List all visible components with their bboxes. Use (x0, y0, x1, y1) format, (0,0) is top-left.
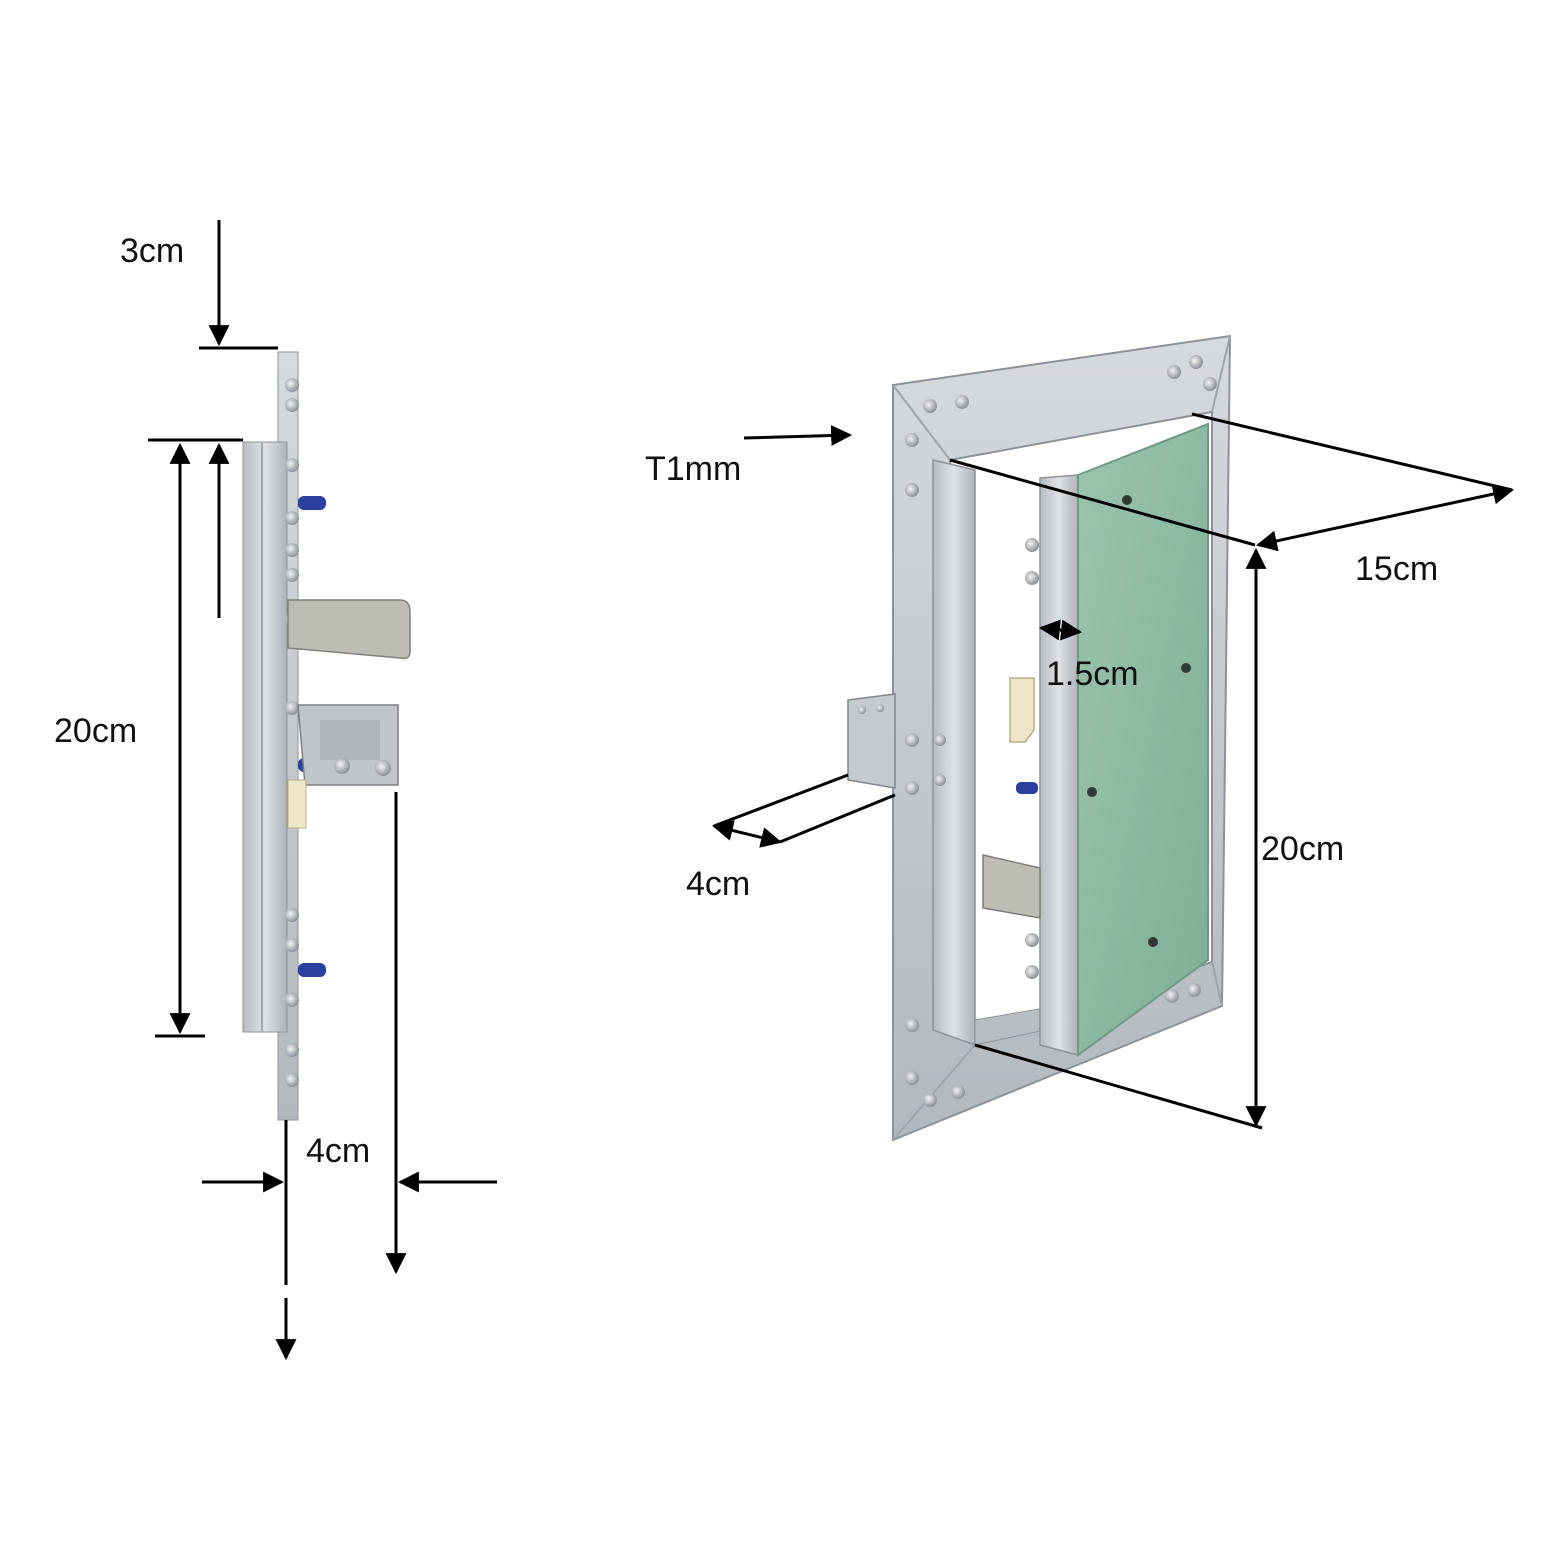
front-door-edge (1039, 474, 1079, 1056)
front-thickness-label: T1mm (645, 450, 741, 488)
front-width-arrow (1255, 483, 1515, 552)
front-depth-label: 4cm (686, 865, 750, 903)
front-latch-cream (1009, 677, 1035, 743)
side-depth-label: 4cm (306, 1132, 370, 1170)
front-spring-clip (982, 854, 1041, 919)
front-flange-rivets (905, 355, 1217, 1107)
front-door-board (1077, 422, 1209, 1057)
front-blue-bolt (1016, 782, 1038, 794)
front-gap-arrow (1038, 619, 1083, 641)
side-frame-body (242, 441, 288, 1033)
front-door-rivets (1025, 538, 1039, 979)
front-thickness-arrow (743, 425, 853, 447)
front-depth-arrow (711, 820, 783, 848)
front-height-label: 20cm (1261, 830, 1344, 868)
side-spring-clip (287, 599, 411, 660)
side-rivets (285, 378, 299, 1087)
front-outer-bracket (847, 693, 896, 789)
front-gap-label: 1.5cm (1046, 655, 1139, 693)
front-left-wall (932, 459, 976, 1047)
side-view: 3cm 20cm 4cm (54, 220, 497, 1361)
front-view: T1mm 15cm 20cm 1.5cm 4cm (645, 334, 1515, 1142)
side-top-offset-label: 3cm (120, 232, 184, 270)
side-latch (287, 704, 399, 829)
front-width-label: 15cm (1355, 550, 1438, 588)
side-height-label: 20cm (54, 712, 137, 750)
